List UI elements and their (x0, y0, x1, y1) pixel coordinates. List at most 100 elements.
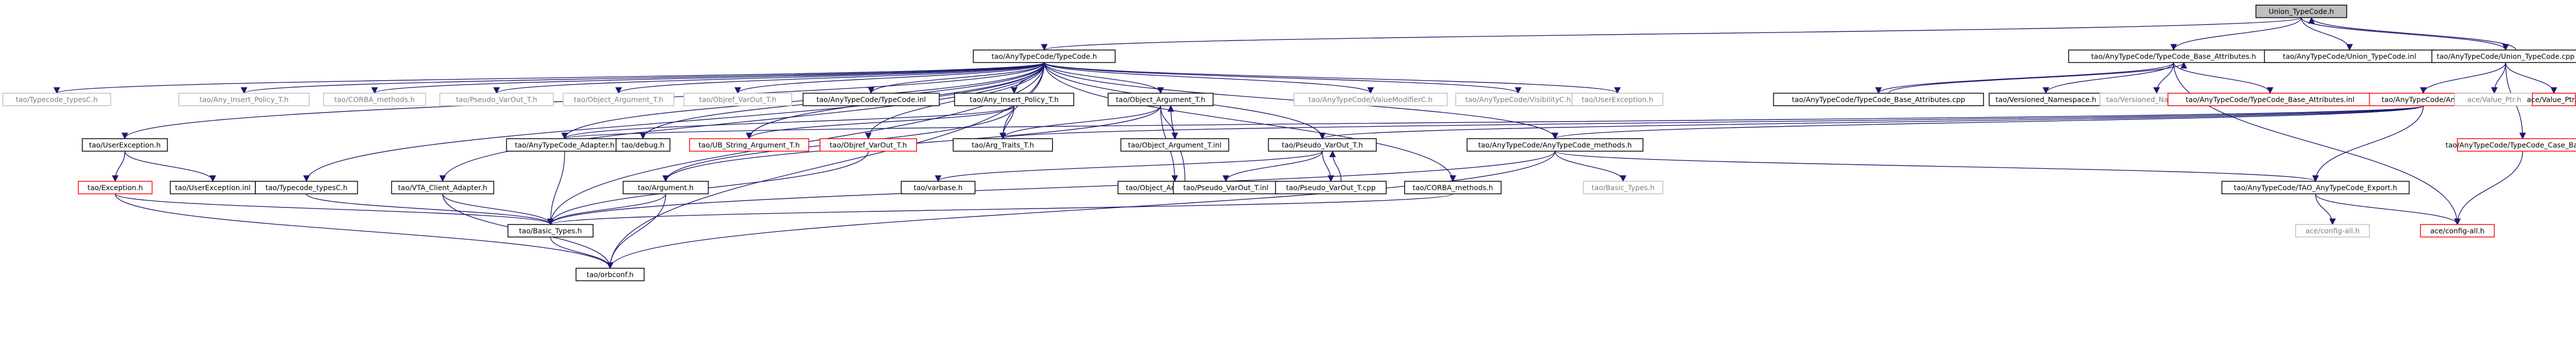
graph-node-n39[interactable]: tao/Argument.h (623, 181, 709, 194)
graph-node-n40[interactable]: tao/varbase.h (901, 181, 976, 194)
edge-n12-to-n29 (561, 105, 1015, 140)
edge-n12-to-n31 (746, 105, 1015, 140)
graph-node-n1[interactable]: tao/AnyTypeCode/TypeCode.h (973, 49, 1116, 63)
edge-n39-to-n49 (607, 193, 666, 269)
node-label: tao/AnyTypeCode/Any.h (2381, 95, 2465, 104)
graph-node-n25[interactable]: tao/Exception.h (78, 181, 153, 194)
graph-node-n12[interactable]: tao/Any_Insert_Policy_T.h (954, 93, 1074, 106)
node-label: tao/AnyTypeCode/ValueModifierC.h (1309, 95, 1433, 104)
edge-n37-to-n46 (547, 151, 1556, 226)
edge-n2-to-n19 (2153, 62, 2174, 94)
edge-n29-to-n46 (547, 151, 565, 226)
graph-node-n37[interactable]: tao/AnyTypeCode/AnyTypeCode_methods.h (1466, 138, 1644, 152)
edge-n46-to-n49 (550, 236, 613, 269)
graph-node-n20[interactable]: tao/AnyTypeCode/TypeCode_Base_Attributes… (2167, 93, 2373, 106)
node-label: tao/Any_Insert_Policy_T.h (200, 95, 289, 104)
graph-node-n42[interactable]: tao/Pseudo_VarOut_T.cpp (1275, 181, 1387, 194)
graph-node-n27[interactable]: tao/Typecode_typesC.h (255, 181, 358, 194)
node-box (78, 181, 153, 194)
graph-node-n49[interactable]: tao/orbconf.h (575, 268, 645, 281)
edge-n0-to-n2 (2170, 17, 2302, 51)
node-label: tao/AnyTypeCode/VisibilityC.h (1465, 95, 1571, 104)
node-label: tao/VTA_Client_Adapter.h (398, 184, 487, 192)
graph-node-n48[interactable]: ace/config-all.h (2420, 224, 2495, 238)
node-label: tao/UB_String_Argument_T.h (699, 141, 800, 149)
node-label: tao/Object_Argument_T.inl (1128, 141, 1222, 149)
edge-n27-to-n46 (306, 193, 554, 226)
graph-node-n22: ace/Value_Ptr.h (2454, 93, 2535, 106)
node-label: tao/varbase.h (914, 184, 963, 192)
graph-node-n36[interactable]: tao/Pseudo_VarOut_T.h (1268, 138, 1377, 152)
graph-node-n24[interactable]: tao/UserException.h (82, 138, 168, 152)
graph-node-n13[interactable]: tao/Object_Argument_T.h (1107, 93, 1214, 106)
graph-node-n29[interactable]: tao/AnyTypeCode_Adapter.h (506, 138, 624, 152)
graph-node-n34[interactable]: tao/Object_Argument_T.inl (1120, 138, 1229, 152)
node-box (2, 93, 111, 106)
node-label: tao/AnyTypeCode/TAO_AnyTypeCode_Export.h (2234, 184, 2397, 192)
node-box (2255, 5, 2347, 18)
node-label: tao/AnyTypeCode/AnyTypeCode_methods.h (1478, 141, 1632, 149)
graph-node-n2[interactable]: tao/AnyTypeCode/TypeCode_Base_Attributes… (2068, 49, 2279, 63)
node-label: tao/AnyTypeCode_Adapter.h (515, 141, 615, 149)
graph-node-n18[interactable]: tao/Versioned_Namespace.h (1989, 93, 2103, 106)
graph-node-n43[interactable]: tao/CORBA_methods.h (1404, 181, 1502, 194)
edge-n2-to-n48 (2173, 62, 2461, 226)
node-label: tao/AnyTypeCode/TypeCode.h (991, 52, 1097, 61)
node-box (2295, 224, 2370, 238)
node-label: tao/UserException.inl (175, 184, 250, 192)
node-box (1404, 181, 1502, 194)
node-box (683, 93, 792, 106)
edge-n1-to-n16 (1044, 62, 1621, 94)
edge-n37-to-n45 (1554, 151, 2319, 182)
node-label: tao/Arg_Traits_T.h (972, 141, 1034, 149)
graph-node-n23[interactable]: ace/Value_Ptr.h (2527, 93, 2576, 106)
graph-node-n4[interactable]: tao/AnyTypeCode/Union_TypeCode.cpp (2431, 49, 2576, 63)
graph-node-n5: tao/Typecode_typesC.h (2, 93, 111, 106)
graph-node-n17[interactable]: tao/AnyTypeCode/TypeCode_Base_Attributes… (1773, 93, 1984, 106)
graph-node-n3[interactable]: tao/AnyTypeCode/Union_TypeCode.inl (2264, 49, 2435, 63)
node-label: tao/Any_Insert_Policy_T.h (970, 95, 1059, 104)
edge-n42-to-n36 (1329, 150, 1342, 182)
node-box (973, 49, 1116, 63)
edge-n4-to-n23 (2505, 62, 2557, 94)
node-label: tao/Basic_Types.h (1592, 184, 1655, 192)
edge-n36-to-n41 (1222, 151, 1323, 182)
edge-n13-to-n33 (999, 105, 1161, 140)
graph-node-n32[interactable]: tao/Objref_VarOut_T.h (820, 138, 917, 152)
node-box (1120, 138, 1229, 152)
graph-node-n28[interactable]: tao/VTA_Client_Adapter.h (391, 181, 494, 194)
edge-n1-to-n7 (371, 62, 1045, 94)
graph-node-n31[interactable]: tao/UB_String_Argument_T.h (689, 138, 809, 152)
node-box (2221, 181, 2410, 194)
edge-n36-to-n40 (935, 151, 1323, 182)
node-box (255, 181, 358, 194)
edge-n1-to-n14 (1044, 62, 1374, 94)
edge-n17-to-n2 (1888, 61, 2187, 94)
node-box (689, 138, 809, 152)
edge-n1-to-n13 (1044, 62, 1164, 94)
graph-node-n11[interactable]: tao/AnyTypeCode/TypeCode.inl (802, 93, 940, 106)
graph-node-n41[interactable]: tao/Pseudo_VarOut_T.inl (1173, 181, 1279, 194)
graph-node-n0[interactable]: Union_TypeCode.h (2255, 5, 2347, 18)
graph-node-n33[interactable]: tao/Arg_Traits_T.h (952, 138, 1053, 152)
graph-node-n21[interactable]: tao/AnyTypeCode/Any.h (2369, 93, 2478, 106)
edge-n45-to-n48 (2315, 193, 2461, 226)
edge-n4-to-n0 (2308, 16, 2516, 51)
graph-node-n26[interactable]: tao/UserException.inl (170, 181, 256, 194)
graph-node-n15: tao/AnyTypeCode/VisibilityC.h (1455, 93, 1581, 106)
edge-n24-to-n26 (124, 151, 216, 182)
graph-node-n45[interactable]: tao/AnyTypeCode/TAO_AnyTypeCode_Export.h (2221, 181, 2410, 194)
node-box (802, 93, 940, 106)
graph-node-n38[interactable]: tao/AnyTypeCode/TypeCode_Case_Base_T.h (2445, 138, 2576, 152)
graph-node-n46[interactable]: tao/Basic_Types.h (507, 224, 594, 238)
node-box (1571, 93, 1663, 106)
node-box (1583, 181, 1663, 194)
graph-node-n30[interactable]: tao/debug.h (615, 138, 671, 152)
edge-n1-to-n43 (1044, 62, 1456, 182)
graph-node-n14: tao/AnyTypeCode/ValueModifierC.h (1293, 93, 1448, 106)
node-box (2420, 224, 2495, 238)
graph-node-n8: tao/Pseudo_VarOut_T.h (439, 93, 554, 106)
node-box (439, 93, 554, 106)
edge-n25-to-n49 (115, 193, 613, 269)
